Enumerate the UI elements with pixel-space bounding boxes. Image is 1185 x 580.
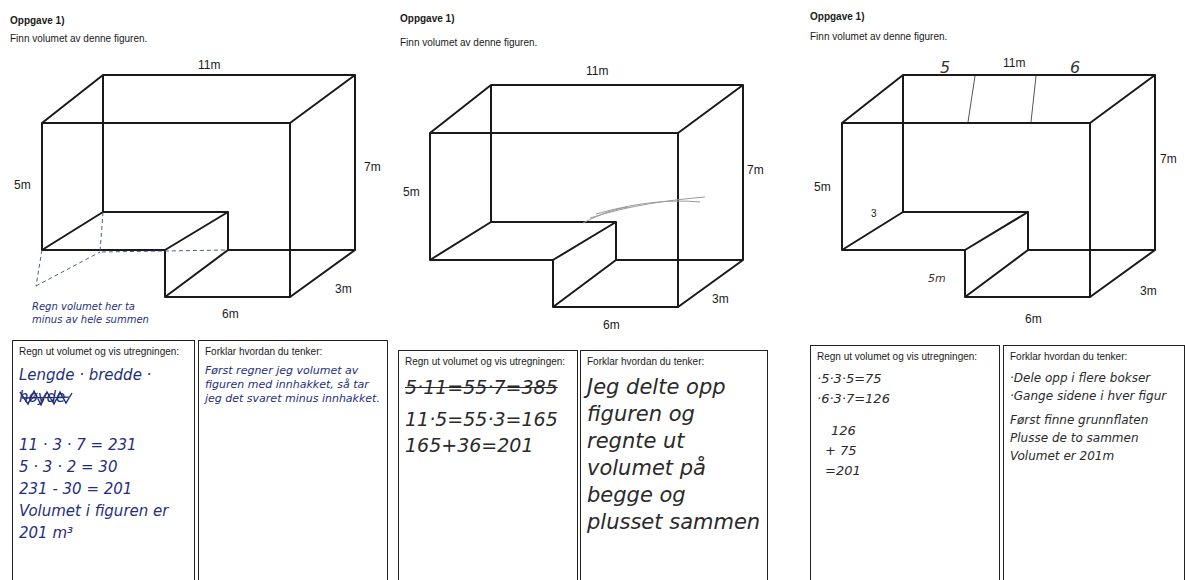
task-text: Finn volumet av denne figuren.	[810, 30, 947, 43]
calculation-box: Regn ut volumet og vis utregningen: 5·11=…	[398, 350, 578, 580]
box-heading: Regn ut volumet og vis utregningen:	[405, 355, 571, 368]
handwritten-answer: 11 · 3 · 7 = 231	[19, 434, 188, 456]
dimension-label: 11m	[1003, 56, 1025, 72]
box-heading: Regn ut volumet og vis utregningen:	[817, 350, 993, 363]
handwritten-note: 6	[1070, 58, 1080, 79]
dimension-label: 5m	[14, 178, 31, 194]
task-text: Oppgave 1)	[400, 12, 454, 25]
handwritten-answer: 5·11=55·7=385	[405, 374, 571, 400]
handwritten-answer: 5 · 3 · 2 = 30	[19, 456, 188, 478]
handwritten-answer: 231 - 30 = 201	[19, 478, 188, 500]
handwritten-answer: ·6·3·7=126	[817, 389, 993, 409]
dimension-label: 7m	[364, 160, 381, 176]
explanation-box: Forklar hvordan du tenker: Jeg delte opp …	[580, 350, 768, 580]
task-text: Finn volumet av denne figuren.	[10, 32, 147, 45]
handwritten-answer: Først finne grunnflaten	[1010, 411, 1178, 429]
cut-out-sketch	[36, 212, 228, 286]
task-text: 3	[871, 207, 877, 220]
task-text: Oppgave 1)	[10, 14, 64, 27]
handwritten-answer: ·Dele opp i flere bokser	[1010, 369, 1178, 387]
calculation-box: Regn ut volumet og vis utregningen: Lengd…	[12, 340, 195, 580]
handwritten-answer: 11·5=55·3=165	[405, 406, 571, 432]
dimension-label: 11m	[586, 64, 608, 80]
dividing-lines	[968, 76, 1036, 122]
handwritten-note: 5m	[928, 272, 946, 286]
figure-2	[430, 85, 743, 307]
handwritten-note: Regn volumet her ta minus av hele summen	[32, 300, 167, 326]
task-text: Oppgave 1)	[810, 10, 864, 23]
dimension-label: 6m	[222, 307, 239, 323]
box-heading: Regn ut volumet og vis utregningen:	[19, 345, 188, 358]
pencil-marks	[583, 197, 705, 223]
explanation-box: Forklar hvordan du tenker: Først regner j…	[198, 340, 388, 580]
dimension-label: 3m	[712, 292, 729, 308]
handwritten-answer: ·Gange sidene i hver figur	[1010, 387, 1178, 405]
handwritten-answer: =201	[825, 461, 993, 481]
handwritten-answer: 165+36=201	[405, 432, 571, 458]
calculation-box: Regn ut volumet og vis utregningen: ·5·3·…	[810, 345, 1000, 580]
handwritten-answer: Jeg delte opp figuren og regnte ut volum…	[587, 374, 761, 536]
box-heading: Forklar hvordan du tenker:	[1010, 350, 1178, 363]
dimension-label: 11m	[198, 58, 220, 74]
dimension-label: 7m	[747, 163, 764, 179]
handwritten-answer: 126	[831, 421, 993, 441]
dimension-label: 6m	[603, 318, 620, 334]
dimension-label: 5m	[814, 180, 831, 196]
handwritten-note: 5	[940, 58, 950, 79]
figure-1	[42, 75, 355, 297]
handwritten-answer: + 75	[825, 441, 993, 461]
box-heading: Forklar hvordan du tenker:	[587, 355, 761, 368]
handwritten-answer: Først regner jeg volumet av figuren med …	[205, 364, 381, 406]
dimension-label: 3m	[1140, 284, 1157, 300]
dimension-label: 6m	[1025, 312, 1042, 328]
dimension-label: 7m	[1160, 152, 1177, 168]
handwritten-answer: Volumet i figuren er 201 m³	[19, 500, 188, 544]
handwritten-answer: Lengde · bredde · høyde	[19, 364, 188, 408]
task-text: Finn volumet av denne figuren.	[400, 36, 537, 49]
box-heading: Forklar hvordan du tenker:	[205, 345, 381, 358]
handwritten-answer: Volumet er 201m	[1010, 447, 1178, 465]
figure-3	[842, 75, 1155, 297]
handwritten-answer: Plusse de to sammen	[1010, 429, 1178, 447]
explanation-box: Forklar hvordan du tenker: ·Dele opp i fl…	[1003, 345, 1185, 580]
handwritten-answer: ·5·3·5=75	[817, 369, 993, 389]
dimension-label: 5m	[403, 185, 420, 201]
dimension-label: 3m	[335, 282, 352, 298]
